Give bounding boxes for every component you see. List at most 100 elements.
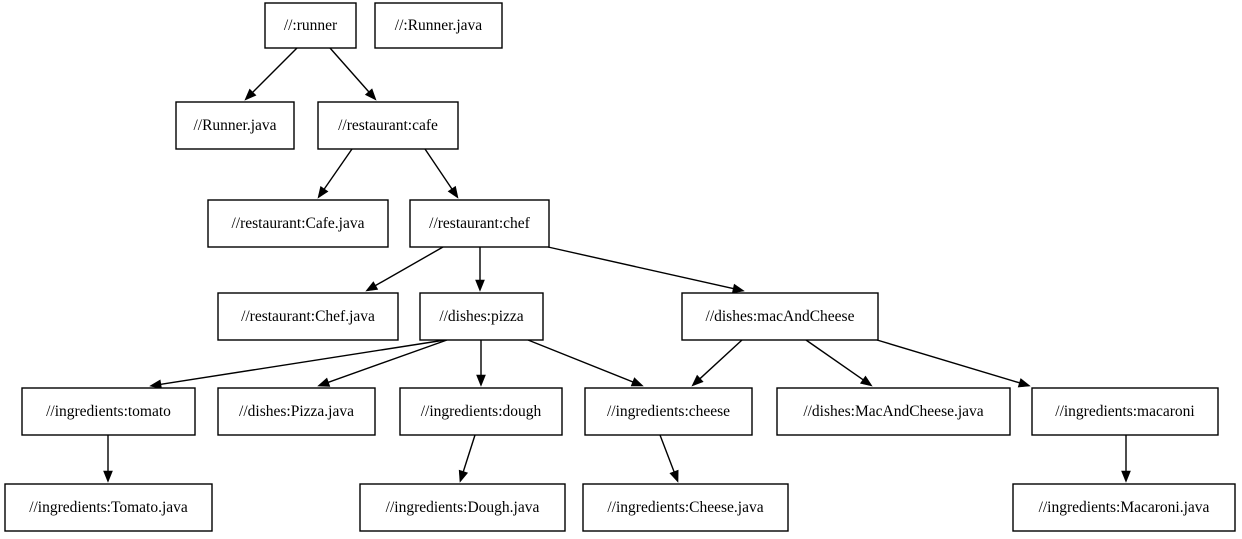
edge-mac-to-macaroni: [876, 339, 1031, 388]
edge-arrowhead: [630, 377, 644, 387]
edge-line: [547, 246, 734, 290]
edge-arrowhead: [859, 375, 873, 387]
edge-mac-to-mac_java: [805, 339, 873, 387]
node-tomato[interactable]: //ingredients:tomato: [21, 387, 196, 436]
node-box[interactable]: [264, 2, 357, 49]
edge-pizza-to-pizza_java: [317, 339, 448, 387]
edge-line: [876, 339, 1020, 384]
edge-arrowhead: [365, 281, 379, 292]
node-pizza[interactable]: //dishes:pizza: [419, 292, 544, 341]
node-dough_java[interactable]: //ingredients:Dough.java: [359, 483, 566, 532]
edge-macaroni-to-macaroni_java: [1121, 435, 1131, 483]
edge-arrowhead: [1121, 470, 1131, 483]
node-box[interactable]: [409, 199, 550, 248]
node-chef[interactable]: //restaurant:chef: [409, 199, 550, 248]
node-label: //dishes:pizza: [439, 308, 523, 325]
node-label: //restaurant:Chef.java: [241, 308, 375, 325]
edge-tomato-to-tomato_java: [103, 435, 113, 483]
node-mac_java[interactable]: //dishes:MacAndCheese.java: [776, 387, 1011, 436]
edge-line: [328, 339, 448, 383]
edge-arrowhead: [458, 469, 469, 483]
node-chef_java[interactable]: //restaurant:Chef.java: [217, 292, 399, 341]
edge-arrowhead: [731, 283, 745, 294]
node-label: //ingredients:dough: [421, 403, 542, 420]
node-tomato_java[interactable]: //ingredients:Tomato.java: [4, 483, 213, 532]
node-box[interactable]: [419, 292, 544, 341]
node-runner[interactable]: //:runner: [264, 2, 357, 49]
node-pizza_java[interactable]: //dishes:Pizza.java: [217, 387, 376, 436]
edge-pizza-to-dough: [476, 340, 486, 387]
node-box[interactable]: [584, 387, 753, 436]
node-box[interactable]: [217, 292, 399, 341]
node-box[interactable]: [776, 387, 1011, 436]
edge-pizza-to-tomato: [149, 339, 446, 390]
edge-cafe-to-cafe_java: [317, 148, 353, 199]
node-label: //:Runner.java: [395, 17, 483, 34]
node-box[interactable]: [207, 199, 389, 248]
node-mac[interactable]: //dishes:macAndCheese: [681, 292, 879, 341]
node-label: //Runner.java: [193, 117, 276, 134]
node-box[interactable]: [1012, 483, 1236, 532]
edge-arrowhead: [476, 374, 486, 387]
edge-arrowhead: [475, 279, 485, 292]
node-label: //ingredients:tomato: [46, 403, 171, 420]
node-label: //dishes:Pizza.java: [239, 403, 354, 420]
edge-arrowhead: [691, 374, 704, 387]
node-label: //dishes:MacAndCheese.java: [803, 403, 983, 420]
edge-cheese-to-cheese_java: [659, 434, 679, 483]
edge-pizza-to-cheese: [527, 339, 644, 387]
node-runner_java_root[interactable]: //:Runner.java: [374, 2, 503, 49]
edge-runner-to-runner_java: [244, 47, 298, 101]
node-label: //ingredients:Macaroni.java: [1039, 499, 1210, 516]
edge-chef-to-pizza: [475, 247, 485, 292]
edge-chef-to-mac: [547, 246, 745, 294]
node-cafe[interactable]: //restaurant:cafe: [317, 101, 459, 150]
edge-arrowhead: [1017, 378, 1031, 388]
node-box[interactable]: [175, 101, 295, 150]
edges-layer: [103, 47, 1131, 483]
node-box[interactable]: [317, 101, 459, 150]
node-label: //ingredients:Tomato.java: [29, 499, 188, 516]
node-box[interactable]: [21, 387, 196, 436]
edge-arrowhead: [244, 88, 257, 101]
node-cheese[interactable]: //ingredients:cheese: [584, 387, 753, 436]
node-label: //dishes:macAndCheese: [706, 308, 855, 325]
edge-line: [160, 339, 446, 385]
edge-line: [805, 339, 864, 381]
edge-cafe-to-chef: [424, 148, 459, 199]
edge-arrowhead: [317, 185, 329, 199]
node-label: //ingredients:Dough.java: [386, 499, 540, 516]
node-box[interactable]: [582, 483, 789, 532]
edge-mac-to-cheese: [691, 339, 743, 387]
edge-arrowhead: [103, 470, 113, 483]
node-macaroni[interactable]: //ingredients:macaroni: [1031, 387, 1219, 436]
node-label: //restaurant:Cafe.java: [232, 215, 365, 232]
node-box[interactable]: [681, 292, 879, 341]
edge-runner-to-cafe: [329, 47, 377, 101]
edge-line: [527, 339, 634, 383]
node-cheese_java[interactable]: //ingredients:Cheese.java: [582, 483, 789, 532]
node-box[interactable]: [399, 387, 563, 436]
node-box[interactable]: [359, 483, 566, 532]
node-macaroni_java[interactable]: //ingredients:Macaroni.java: [1012, 483, 1236, 532]
edge-arrowhead: [317, 377, 331, 387]
node-label: //restaurant:chef: [429, 215, 531, 232]
edge-arrowhead: [669, 469, 679, 483]
node-dough[interactable]: //ingredients:dough: [399, 387, 563, 436]
edge-dough-to-dough_java: [458, 434, 476, 483]
node-box[interactable]: [374, 2, 503, 49]
node-box[interactable]: [1031, 387, 1219, 436]
node-box[interactable]: [217, 387, 376, 436]
edge-arrowhead: [447, 185, 459, 199]
node-label: //restaurant:cafe: [338, 117, 438, 134]
edge-line: [329, 47, 370, 93]
node-label: //ingredients:cheese: [607, 403, 730, 420]
node-runner_java[interactable]: //Runner.java: [175, 101, 295, 150]
node-cafe_java[interactable]: //restaurant:Cafe.java: [207, 199, 389, 248]
node-box[interactable]: [4, 483, 213, 532]
edge-chef-to-chef_java: [365, 246, 444, 292]
edge-line: [375, 246, 444, 287]
nodes-layer: //:runner //:Runner.java //Runner.java //re…: [4, 2, 1236, 532]
